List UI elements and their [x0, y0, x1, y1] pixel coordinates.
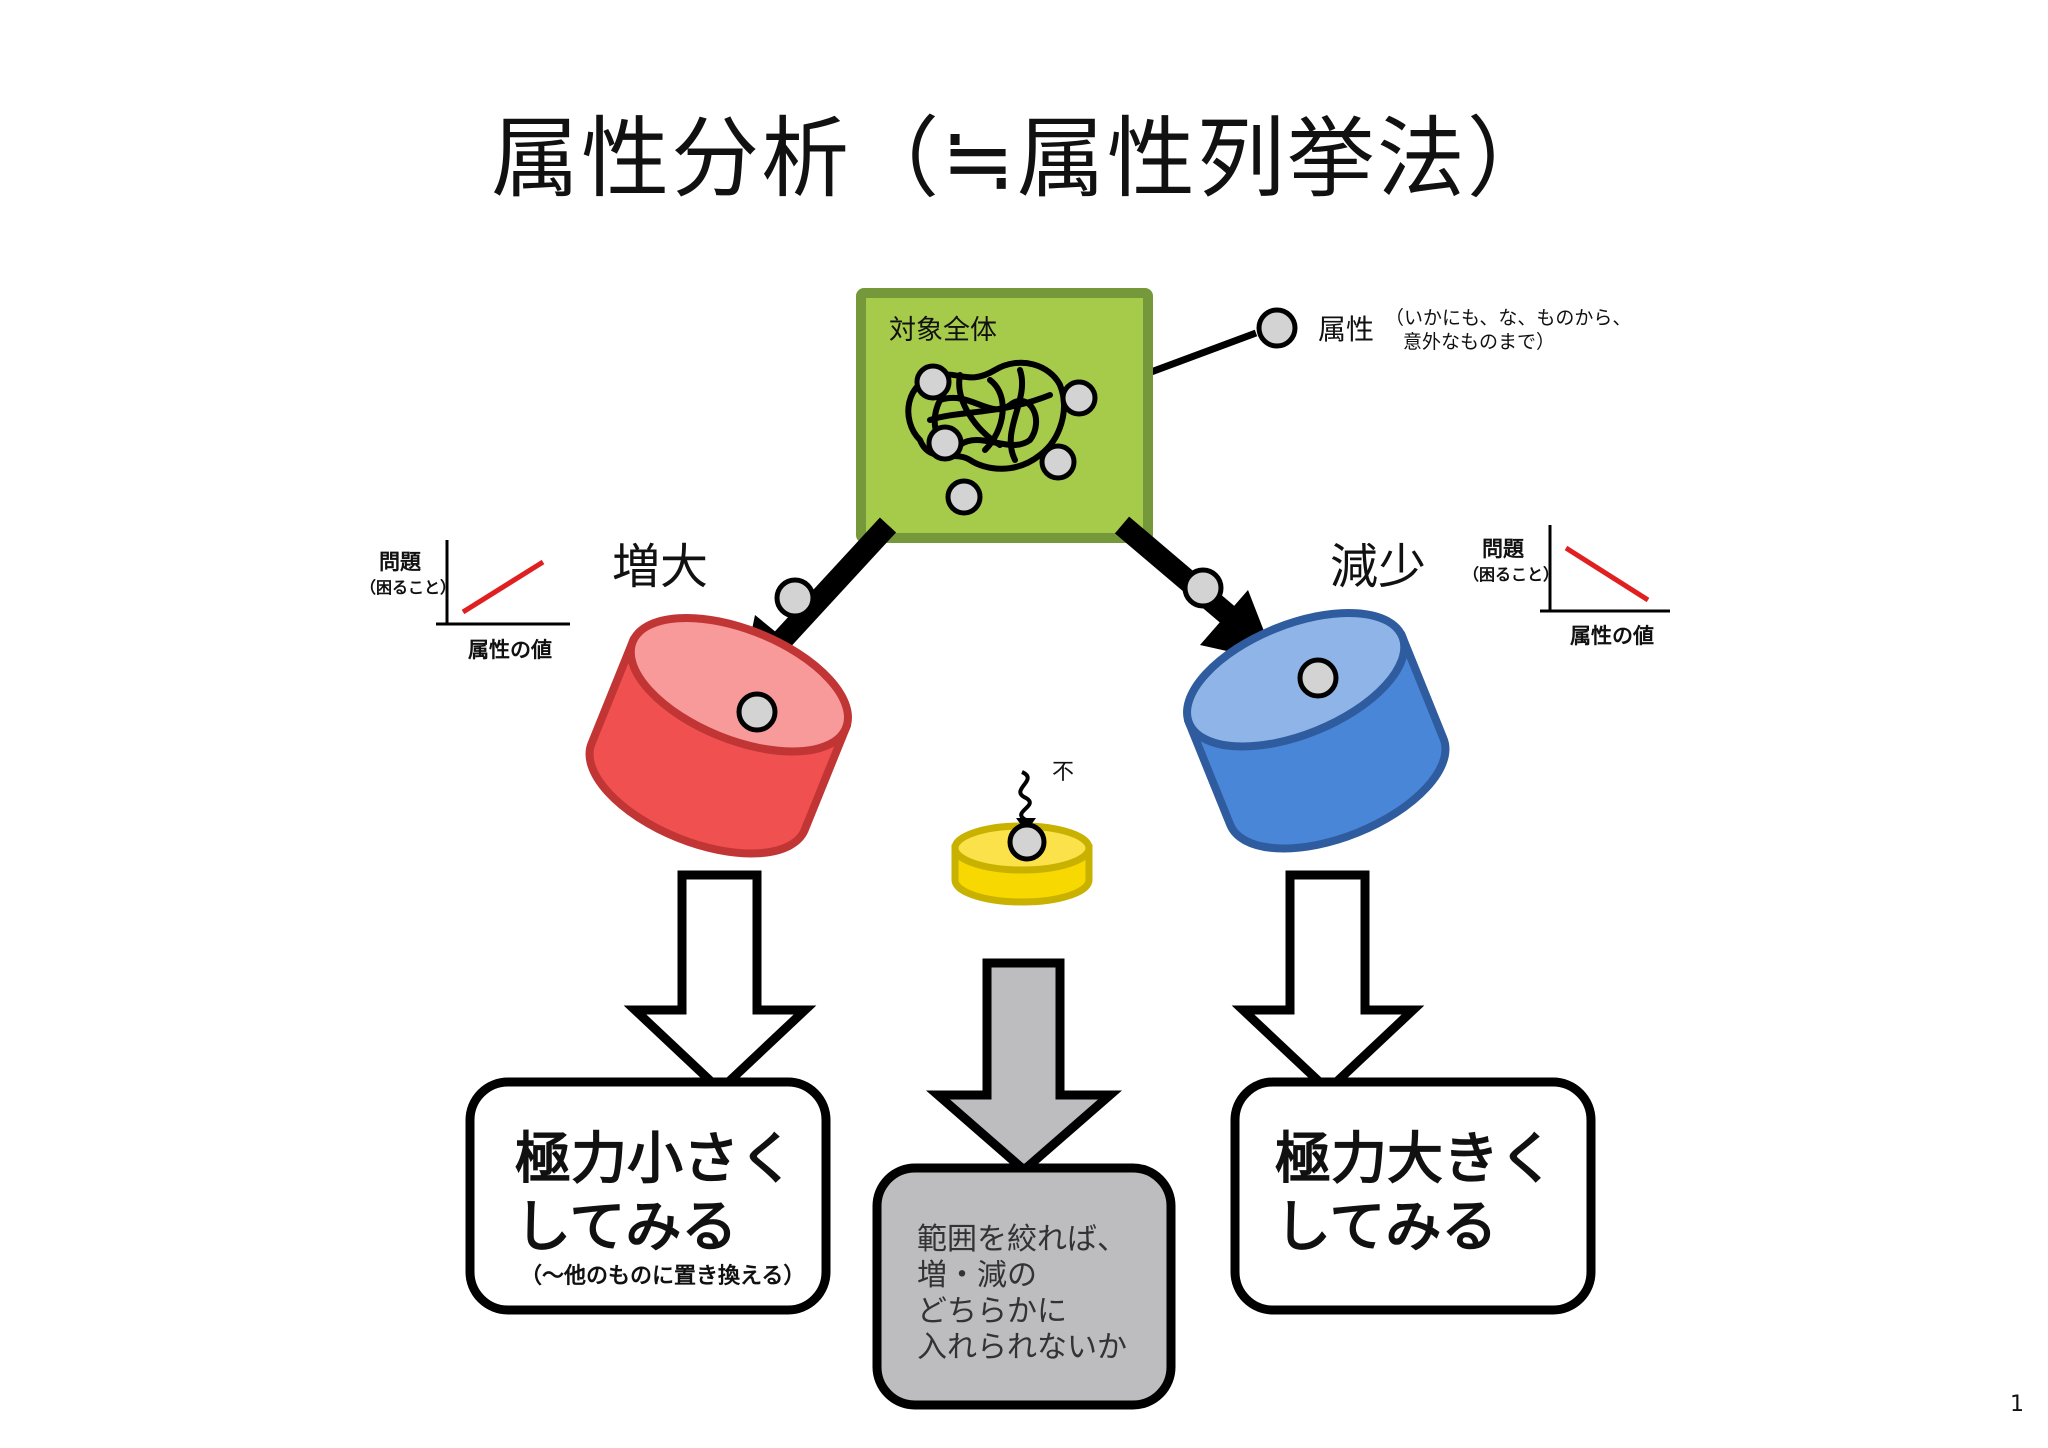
left-result-line-1: 極力小さく	[515, 1127, 795, 1192]
decrease-graph-ylabel-sub: （困ること）	[1463, 565, 1560, 584]
increase-drum	[585, 613, 852, 858]
neutral-mark: 不	[1052, 760, 1075, 785]
left-down-arrow	[623, 870, 817, 1097]
attribute-legend-ball	[1256, 307, 1298, 349]
center-result-line-3: どちらかに	[917, 1294, 1067, 1329]
decrease-graph-ylabel-main: 問題	[1482, 537, 1524, 561]
left-result-box	[465, 1077, 831, 1315]
decrease-graph-ylabel: 問題 （困ること）	[1463, 537, 1560, 587]
decrease-graph-xlabel: 属性の値	[1570, 624, 1654, 648]
center-result-text: 範囲を絞れば、 増・減の どちらかに 入れられないか	[917, 1222, 1157, 1366]
increase-graph-ylabel-main: 問題	[379, 550, 421, 574]
neutral-squiggle-arrow	[1018, 770, 1032, 822]
right-result-line-1: 極力大きく	[1275, 1127, 1555, 1192]
attribute-legend-note-1: （いかにも、な、ものから、	[1385, 307, 1632, 329]
increase-graph	[436, 540, 570, 626]
target-attribute-balls	[914, 363, 1098, 516]
right-result-text: 極力大きく してみる	[1275, 1126, 1575, 1262]
right-down-arrow	[1231, 870, 1425, 1097]
right-result-box	[1230, 1077, 1596, 1315]
center-result-line-1: 範囲を絞れば、	[917, 1222, 1127, 1257]
center-result-line-4: 入れられないか	[917, 1330, 1127, 1365]
left-result-line-2: してみる	[515, 1195, 738, 1260]
right-result-line-2: してみる	[1275, 1195, 1498, 1260]
decrease-label: 減少	[1330, 539, 1427, 595]
decrease-graph	[1540, 525, 1670, 613]
increase-graph-ylabel: 問題 （困ること）	[360, 550, 457, 600]
ball-in-blue-drum	[1297, 657, 1339, 699]
left-result-text: 極力小さく してみる	[515, 1126, 815, 1262]
attribute-legend-note-2: 意外なものまで）	[1403, 331, 1556, 353]
center-result-box	[872, 1163, 1176, 1410]
decrease-drum	[1183, 608, 1450, 853]
page-number: 1	[2010, 1392, 2024, 1417]
page-title: 属性分析（≒属性列挙法）	[491, 107, 1557, 210]
increase-label: 増大	[612, 539, 709, 595]
attribute-legend-label: 属性	[1318, 313, 1375, 346]
target-label: 対象全体	[889, 315, 997, 346]
ball-in-red-drum	[736, 691, 778, 733]
center-result-line-2: 増・減の	[917, 1258, 1037, 1293]
target-scribble	[905, 359, 1067, 472]
ball-on-left-arrow	[774, 577, 816, 619]
increase-graph-ylabel-sub: （困ること）	[360, 578, 457, 597]
ball-on-right-arrow	[1182, 567, 1224, 609]
center-down-arrow	[925, 958, 1123, 1176]
left-result-note: （〜他のものに置き換える）	[520, 1264, 806, 1289]
increase-graph-xlabel: 属性の値	[468, 638, 552, 662]
ball-on-yellow-drum	[1007, 822, 1047, 862]
